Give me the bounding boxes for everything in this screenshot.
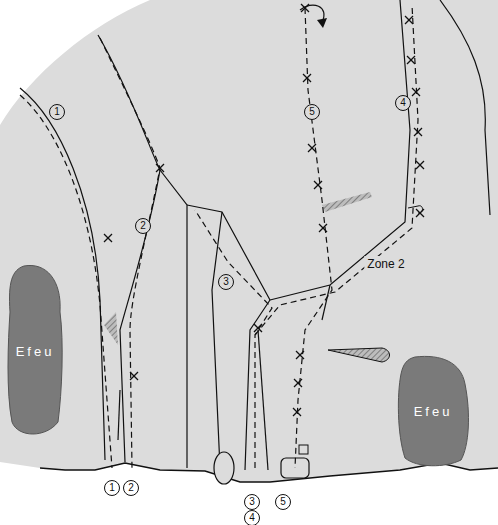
overhang bbox=[328, 348, 390, 362]
route-number: 2 bbox=[135, 218, 151, 234]
overhang bbox=[104, 312, 118, 345]
ivy-patch: Efeu bbox=[395, 354, 471, 468]
overhang bbox=[322, 192, 372, 212]
route-number: 3 bbox=[218, 274, 234, 290]
route-number: 3 bbox=[244, 494, 260, 510]
route-number: 2 bbox=[123, 480, 139, 496]
bolt-marks bbox=[104, 4, 424, 416]
route-number: 5 bbox=[275, 494, 291, 510]
cracks bbox=[20, 0, 490, 470]
ivy-label: Efeu bbox=[16, 344, 55, 359]
zone-label: Zone 2 bbox=[364, 256, 407, 272]
route-number: 1 bbox=[49, 104, 65, 120]
boulder bbox=[214, 452, 234, 484]
route-lines bbox=[20, 5, 418, 468]
arrow-head bbox=[317, 18, 327, 28]
route-number: 4 bbox=[395, 95, 411, 111]
ivy-patch: Efeu bbox=[6, 262, 64, 440]
small-square bbox=[299, 445, 308, 454]
route-number: 5 bbox=[304, 104, 320, 120]
route-number: 1 bbox=[104, 480, 120, 496]
ivy-label: Efeu bbox=[414, 404, 453, 419]
rock-face bbox=[0, 0, 498, 482]
route-number: 4 bbox=[244, 510, 260, 525]
